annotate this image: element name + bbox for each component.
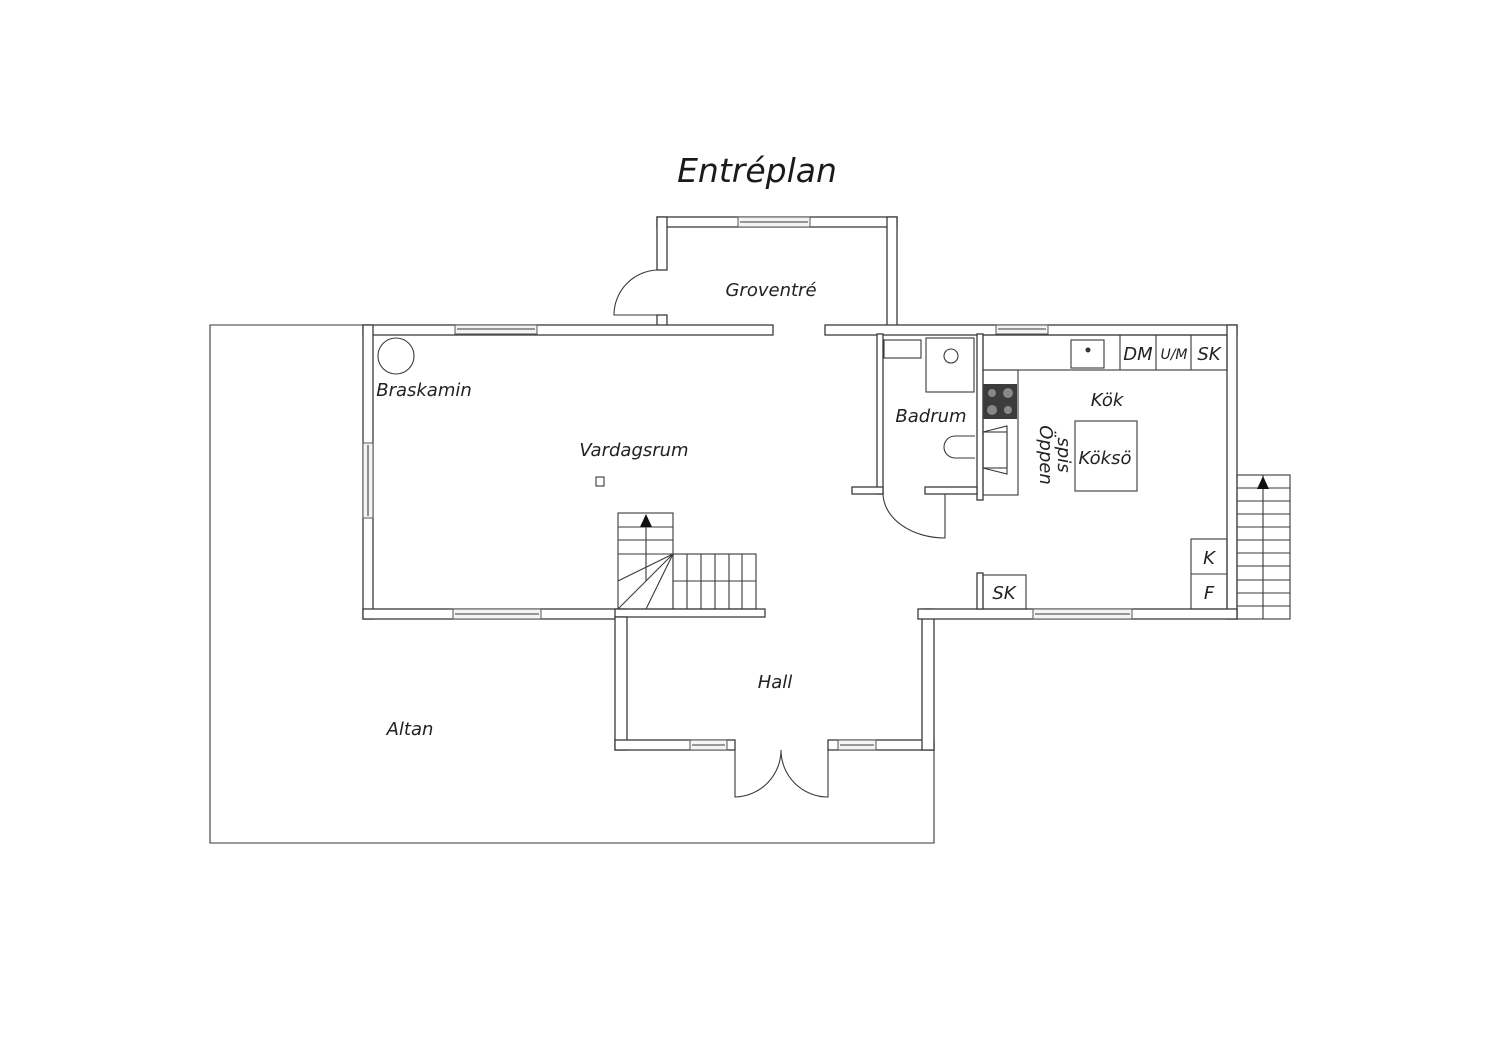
kitchen-fixtures	[976, 334, 1228, 610]
room-label-altan: Altan	[386, 719, 434, 740]
label-fridge: K	[1203, 548, 1216, 569]
outer-walls	[362, 324, 1238, 751]
entrance-door	[734, 749, 829, 798]
fireplace	[982, 431, 1008, 469]
interior-stairs	[617, 512, 757, 610]
badrum-walls	[851, 333, 984, 539]
door-swing	[613, 269, 658, 316]
room-label-badrum: Badrum	[895, 406, 966, 427]
room-label-hall: Hall	[758, 672, 793, 693]
door-swing	[882, 493, 946, 539]
label-freezer: F	[1204, 583, 1215, 604]
room-label-vardagsrum: Vardagsrum	[579, 440, 688, 461]
label-spis: spis	[1053, 437, 1074, 472]
label-microwave-oven: U/M	[1160, 347, 1187, 363]
label-braskamin: Braskamin	[376, 380, 472, 401]
kitchen-sink	[1070, 339, 1105, 369]
arrow-up-icon	[1257, 476, 1269, 489]
label-kokso: Köksö	[1079, 448, 1132, 469]
label-cabinet-top: SK	[1197, 344, 1221, 365]
windows	[362, 324, 1133, 751]
groventre-walls	[613, 216, 898, 328]
toilet	[943, 435, 975, 459]
braskamin-stove	[377, 337, 415, 375]
plan-title: Entréplan	[677, 151, 837, 190]
room-label-kok: Kök	[1091, 390, 1125, 411]
stove	[983, 384, 1017, 419]
sink	[883, 339, 922, 359]
label-cabinet-bottom: SK	[992, 583, 1016, 604]
pillar	[595, 476, 605, 487]
label-dishwasher: DM	[1123, 344, 1153, 365]
kitchen-island	[1074, 420, 1138, 492]
exterior-stairs	[1236, 474, 1291, 620]
altan-outline	[209, 324, 935, 844]
label-oppen: Öppen	[1035, 425, 1057, 485]
room-label-groventre: Groventré	[725, 280, 816, 301]
arrow-up-icon	[640, 514, 652, 527]
shower	[925, 337, 975, 393]
